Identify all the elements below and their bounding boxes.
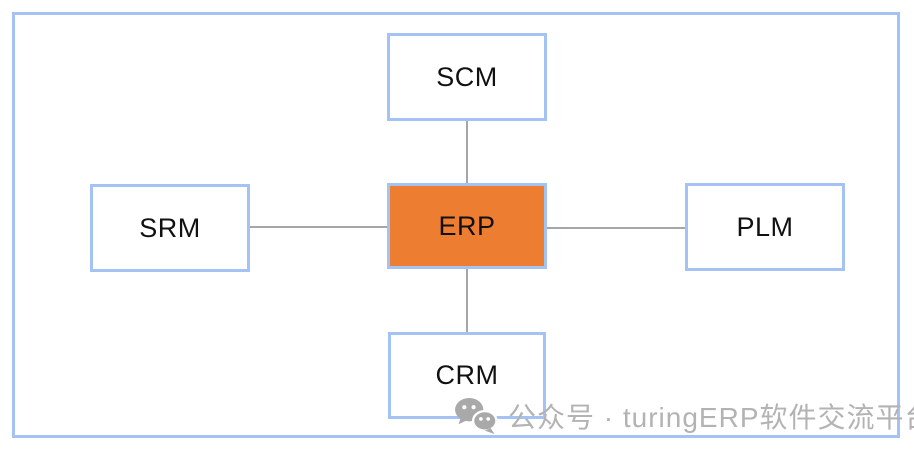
node-erp: ERP bbox=[387, 183, 547, 269]
wechat-icon bbox=[454, 397, 499, 435]
node-plm: PLM bbox=[685, 183, 845, 271]
diagram-frame bbox=[12, 12, 900, 438]
node-crm-label: CRM bbox=[435, 360, 499, 390]
node-scm: SCM bbox=[387, 33, 547, 121]
connector-erp-scm bbox=[466, 121, 468, 183]
connector-erp-crm bbox=[466, 269, 468, 332]
node-plm-label: PLM bbox=[736, 211, 794, 242]
node-scm-label: SCM bbox=[436, 61, 498, 92]
connector-erp-plm bbox=[546, 227, 685, 229]
node-srm-label: SRM bbox=[139, 212, 201, 243]
node-erp-label: ERP bbox=[438, 210, 496, 241]
connector-erp-srm bbox=[250, 226, 387, 228]
watermark-text: 公众号 · turingERP软件交流平台 bbox=[508, 402, 914, 433]
watermark: 公众号 · turingERP软件交流平台 bbox=[454, 396, 914, 436]
node-srm: SRM bbox=[90, 184, 250, 272]
